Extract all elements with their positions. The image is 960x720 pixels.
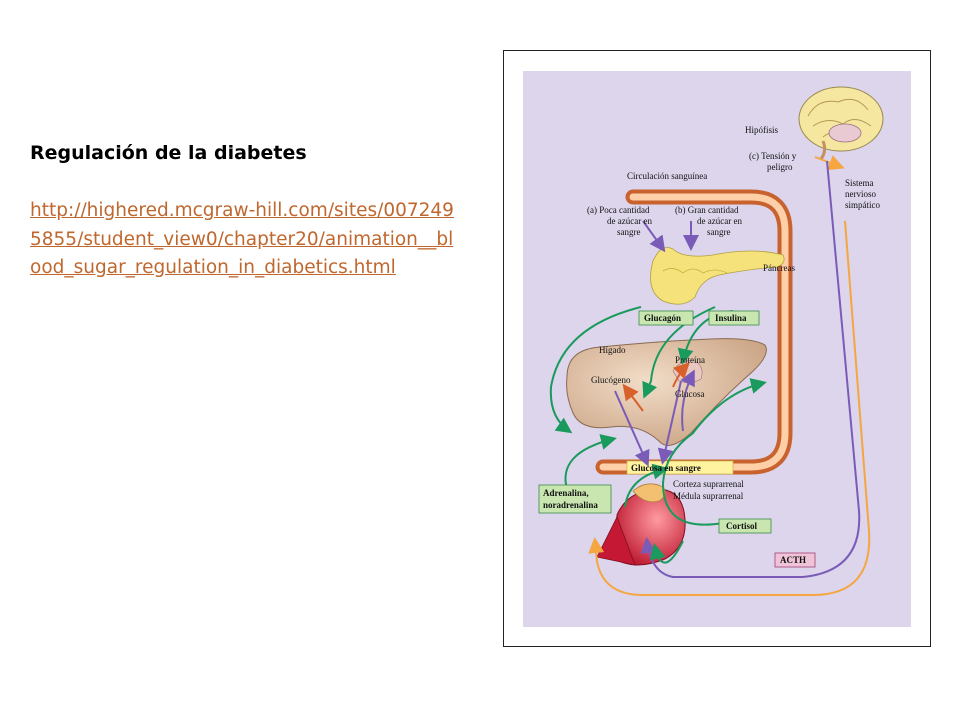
label-cortisol: Cortisol: [726, 521, 757, 531]
purple-arrows: [614, 160, 861, 578]
label-corteza: Corteza suprarrenal: [673, 479, 744, 489]
label-adrenalina-2: noradrenalina: [543, 500, 598, 510]
blood-sugar-diagram: Hipófisis (c) Tensión y peligro Sistema …: [523, 71, 911, 627]
label-poca-2: de azúcar en: [607, 216, 652, 226]
insulina-box: [708, 310, 760, 326]
label-sistema-3: simpático: [845, 200, 880, 210]
circulation-vessel: [595, 189, 793, 475]
label-poca-3: sangre: [617, 227, 641, 237]
label-tension-1: (c) Tensión y: [749, 151, 797, 161]
red-arrows: [622, 362, 690, 412]
label-higado: Hígado: [599, 345, 626, 355]
label-acth: ACTH: [780, 555, 806, 565]
adrenalina-box: [538, 484, 612, 514]
label-poca-1: (a) Poca cantidad: [587, 205, 650, 215]
label-tension-2: peligro: [767, 162, 793, 172]
label-hipofisis: Hipófisis: [745, 125, 779, 135]
label-circulacion: Circulación sanguínea: [627, 171, 707, 181]
label-sistema-1: Sistema: [845, 178, 874, 188]
label-adrenalina-1: Adrenalina,: [543, 488, 589, 498]
label-gran-1: (b) Gran cantidad: [675, 205, 739, 215]
label-glucosa-sangre: Glucosa en sangre: [631, 463, 701, 473]
label-gran-2: de azúcar en: [697, 216, 742, 226]
label-glucagon: Glucagón: [644, 313, 681, 323]
label-medula: Médula suprarrenal: [673, 491, 744, 501]
animation-link[interactable]: http://highered.mcgraw-hill.com/sites/00…: [30, 200, 454, 278]
label-proteina: Proteína: [675, 355, 705, 365]
cortisol-box: [718, 518, 772, 534]
pancreas-illustration: [650, 247, 785, 305]
label-insulina: Insulina: [715, 313, 747, 323]
glucagon-box: [638, 310, 694, 326]
label-gran-3: sangre: [707, 227, 731, 237]
label-glucosa: Glucosa: [675, 389, 705, 399]
label-sistema-2: nervioso: [845, 189, 876, 199]
diagram-frame: [503, 50, 931, 647]
acth-box: [774, 552, 816, 568]
label-glucogeno: Glucógeno: [591, 375, 631, 385]
label-pancreas: Páncreas: [763, 263, 795, 273]
slide-title: Regulación de la diabetes: [30, 142, 307, 164]
brain-illustration: [798, 86, 884, 160]
